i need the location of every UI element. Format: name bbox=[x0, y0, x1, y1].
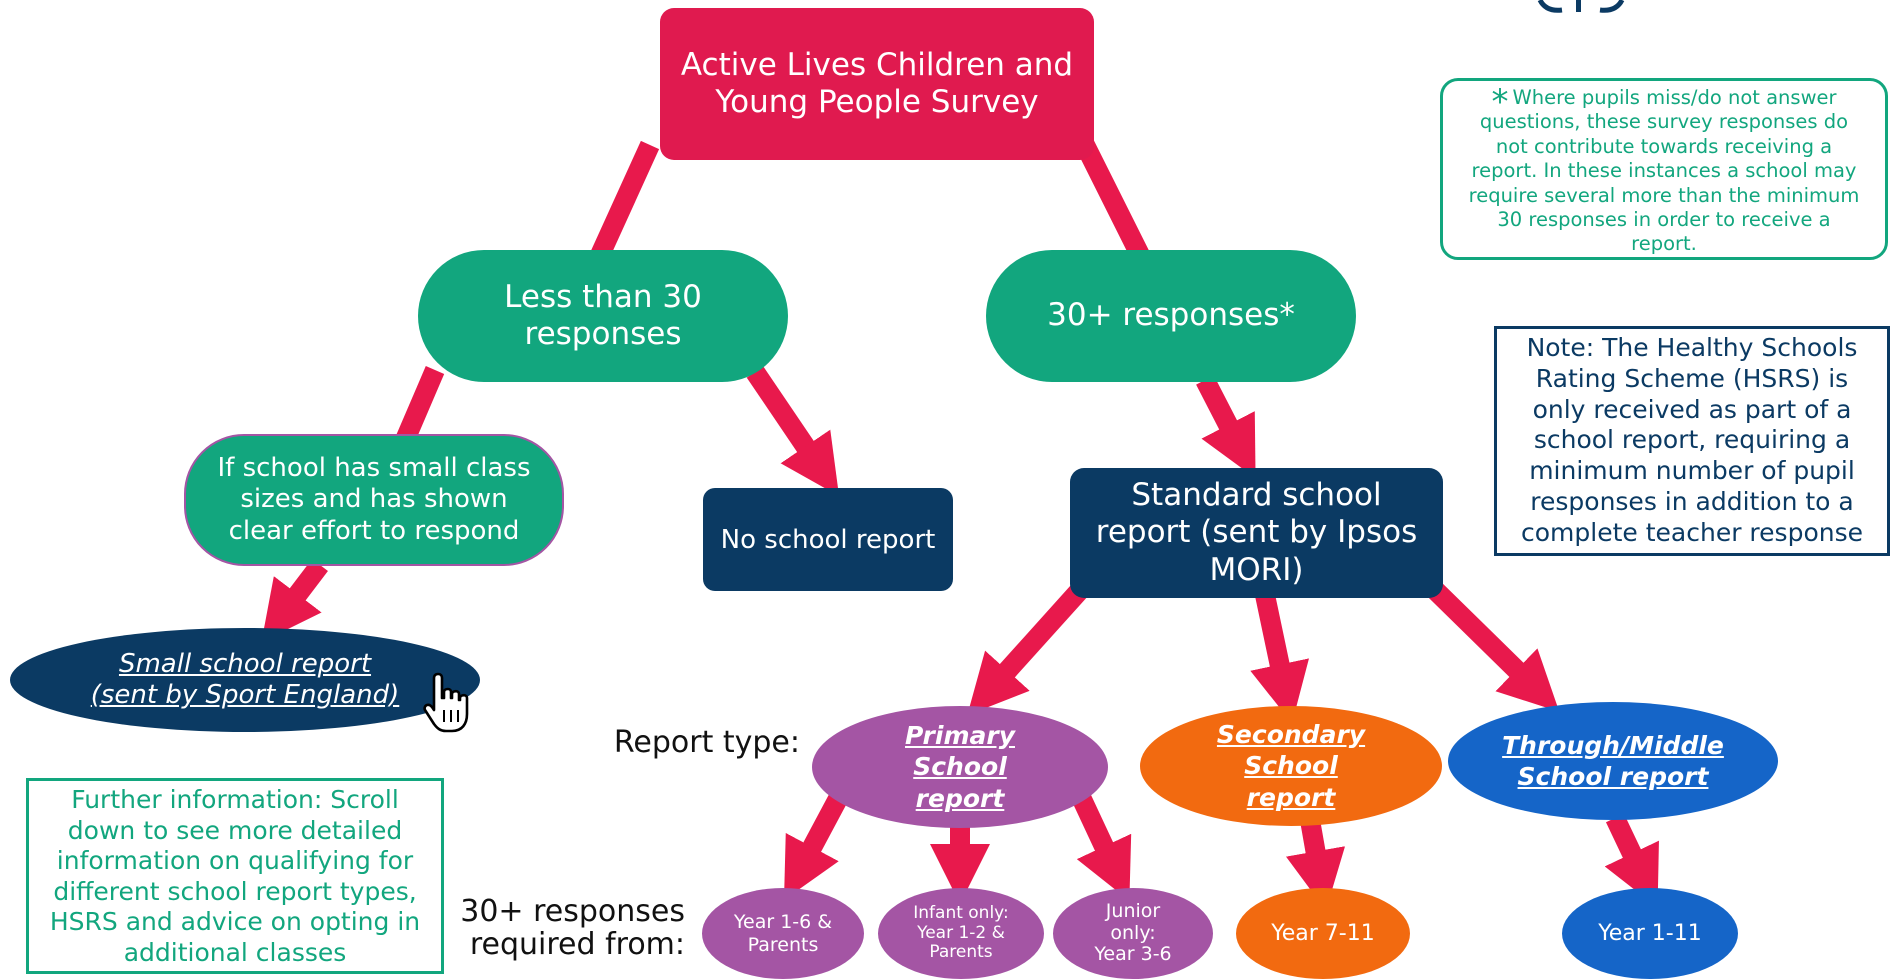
further-info-box: Further information: Scroll down to see … bbox=[26, 778, 444, 974]
arrow-less-to-condition bbox=[395, 366, 445, 444]
year-1-6-parents-node: Year 1-6 & Parents bbox=[702, 888, 864, 979]
no-report-label: No school report bbox=[720, 524, 936, 555]
less-than-30-label: Less than 30 responses bbox=[504, 278, 702, 352]
year-1-11-label: Year 1-11 bbox=[1598, 921, 1702, 946]
arrow-more-to-standard bbox=[1196, 375, 1256, 479]
hsrs-note-text: Note: The Healthy Schools Rating Scheme … bbox=[1521, 333, 1863, 547]
no-report-node: No school report bbox=[703, 488, 953, 591]
arrow-less-to-noreport bbox=[746, 366, 840, 497]
primary-report-label: Primary School report bbox=[905, 721, 1015, 813]
hand-pointer-cursor-icon bbox=[423, 672, 469, 733]
survey-title-box: Active Lives Children and Young People S… bbox=[660, 8, 1094, 160]
arrow-title-to-more bbox=[1076, 140, 1149, 260]
arrow-standard-to-through bbox=[1428, 582, 1560, 712]
less-than-30-node: Less than 30 responses bbox=[418, 250, 788, 382]
standard-report-node: Standard school report (sent by Ipsos MO… bbox=[1070, 468, 1443, 598]
arrow-title-to-less bbox=[590, 140, 660, 260]
year-7-11-node: Year 7-11 bbox=[1236, 888, 1410, 979]
junior-only-label: Junior only: Year 3-6 bbox=[1094, 899, 1172, 966]
asterisk-note-text: Where pupils miss/do not answer question… bbox=[1468, 86, 1860, 256]
arrow-standard-to-secondary bbox=[1250, 592, 1310, 724]
small-school-report-link[interactable]: Small school report (sent by Sport Engla… bbox=[10, 628, 480, 732]
small-class-condition-label: If school has small class sizes and has … bbox=[217, 453, 531, 546]
infant-only-node: Infant only: Year 1-2 & Parents bbox=[878, 888, 1044, 979]
secondary-report-label: Secondary School report bbox=[1216, 720, 1366, 812]
small-report-line2: (sent by Sport England) bbox=[90, 680, 400, 710]
arrow-through-to-year111 bbox=[1604, 813, 1659, 908]
junior-only-node: Junior only: Year 3-6 bbox=[1053, 888, 1213, 979]
year-7-11-label: Year 7-11 bbox=[1271, 921, 1375, 946]
year-1-11-node: Year 1-11 bbox=[1562, 888, 1738, 979]
hsrs-note-box: Note: The Healthy Schools Rating Scheme … bbox=[1494, 326, 1890, 556]
30-plus-label: 30+ responses* bbox=[1047, 297, 1295, 334]
arrow-primary-to-junior bbox=[1070, 790, 1132, 901]
infant-only-label: Infant only: Year 1-2 & Parents bbox=[913, 903, 1009, 963]
logo-icon bbox=[1537, 0, 1625, 13]
through-report-label: Through/Middle School report bbox=[1502, 730, 1724, 791]
required-from-label: 30+ responses required from: bbox=[440, 895, 685, 961]
asterisk-note-box: *Where pupils miss/do not answer questio… bbox=[1440, 78, 1888, 260]
further-info-text: Further information: Scroll down to see … bbox=[49, 785, 421, 967]
year-1-6-label: Year 1-6 & Parents bbox=[733, 910, 833, 956]
secondary-school-report-link[interactable]: Secondary School report bbox=[1140, 706, 1442, 826]
arrow-secondary-to-year711 bbox=[1285, 818, 1346, 911]
small-class-condition-node: If school has small class sizes and has … bbox=[184, 434, 564, 566]
survey-title: Active Lives Children and Young People S… bbox=[680, 46, 1074, 120]
through-middle-school-report-link[interactable]: Through/Middle School report bbox=[1448, 702, 1778, 820]
small-report-line1: Small school report bbox=[118, 648, 372, 679]
report-type-label: Report type: bbox=[613, 725, 800, 760]
arrow-primary-to-year16 bbox=[783, 790, 849, 901]
30-plus-node: 30+ responses* bbox=[986, 250, 1356, 382]
arrow-condition-to-small bbox=[261, 558, 328, 643]
arrow-standard-to-primary bbox=[967, 583, 1088, 716]
standard-report-label: Standard school report (sent by Ipsos MO… bbox=[1095, 477, 1418, 588]
primary-school-report-link[interactable]: Primary School report bbox=[812, 706, 1108, 828]
required-from-line1: 30+ responses bbox=[460, 894, 685, 929]
required-from-line2: required from: bbox=[469, 927, 685, 962]
